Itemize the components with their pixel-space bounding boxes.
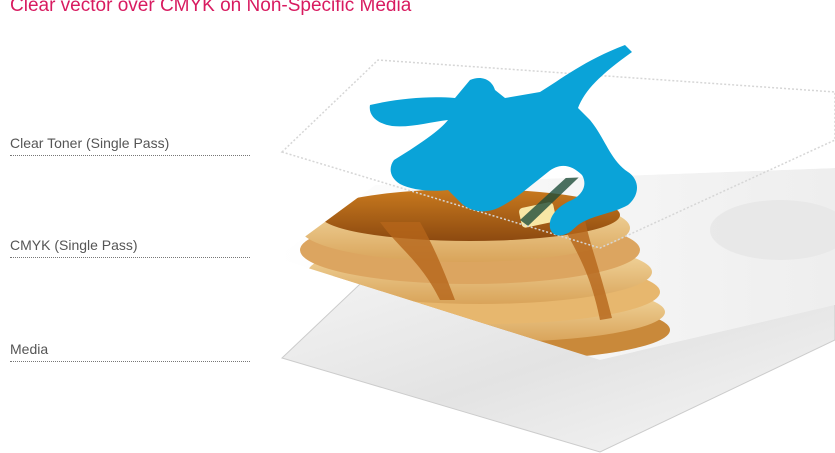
layer-stack-illustration xyxy=(0,0,835,453)
